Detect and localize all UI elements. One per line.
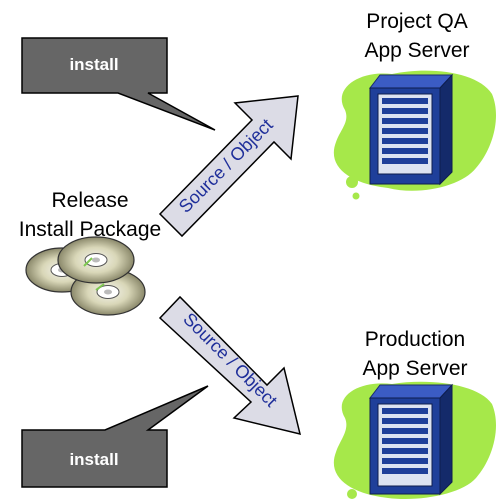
install-label-bottom: install bbox=[69, 450, 118, 469]
cd-disc-icon bbox=[57, 236, 135, 284]
qa-server-label-line2: App Server bbox=[364, 39, 469, 62]
install-label-top: install bbox=[69, 55, 118, 74]
server-icon bbox=[333, 70, 497, 200]
qa-server-label-line1: Project QA bbox=[366, 10, 468, 33]
package-label-line1: Release bbox=[51, 189, 128, 212]
install-callout-top: install bbox=[21, 37, 216, 131]
cd-discs-icon bbox=[25, 236, 146, 316]
server-icon bbox=[333, 381, 497, 500]
source-object-arrow-lower: Source / Object bbox=[158, 295, 302, 436]
install-callout-bottom: install bbox=[21, 385, 209, 488]
arrow-label-upper: Source / Object bbox=[175, 115, 277, 217]
package-label-line2: Install Package bbox=[19, 218, 161, 241]
prod-server-label-line2: App Server bbox=[362, 357, 467, 380]
prod-server-label-line1: Production bbox=[365, 328, 465, 351]
